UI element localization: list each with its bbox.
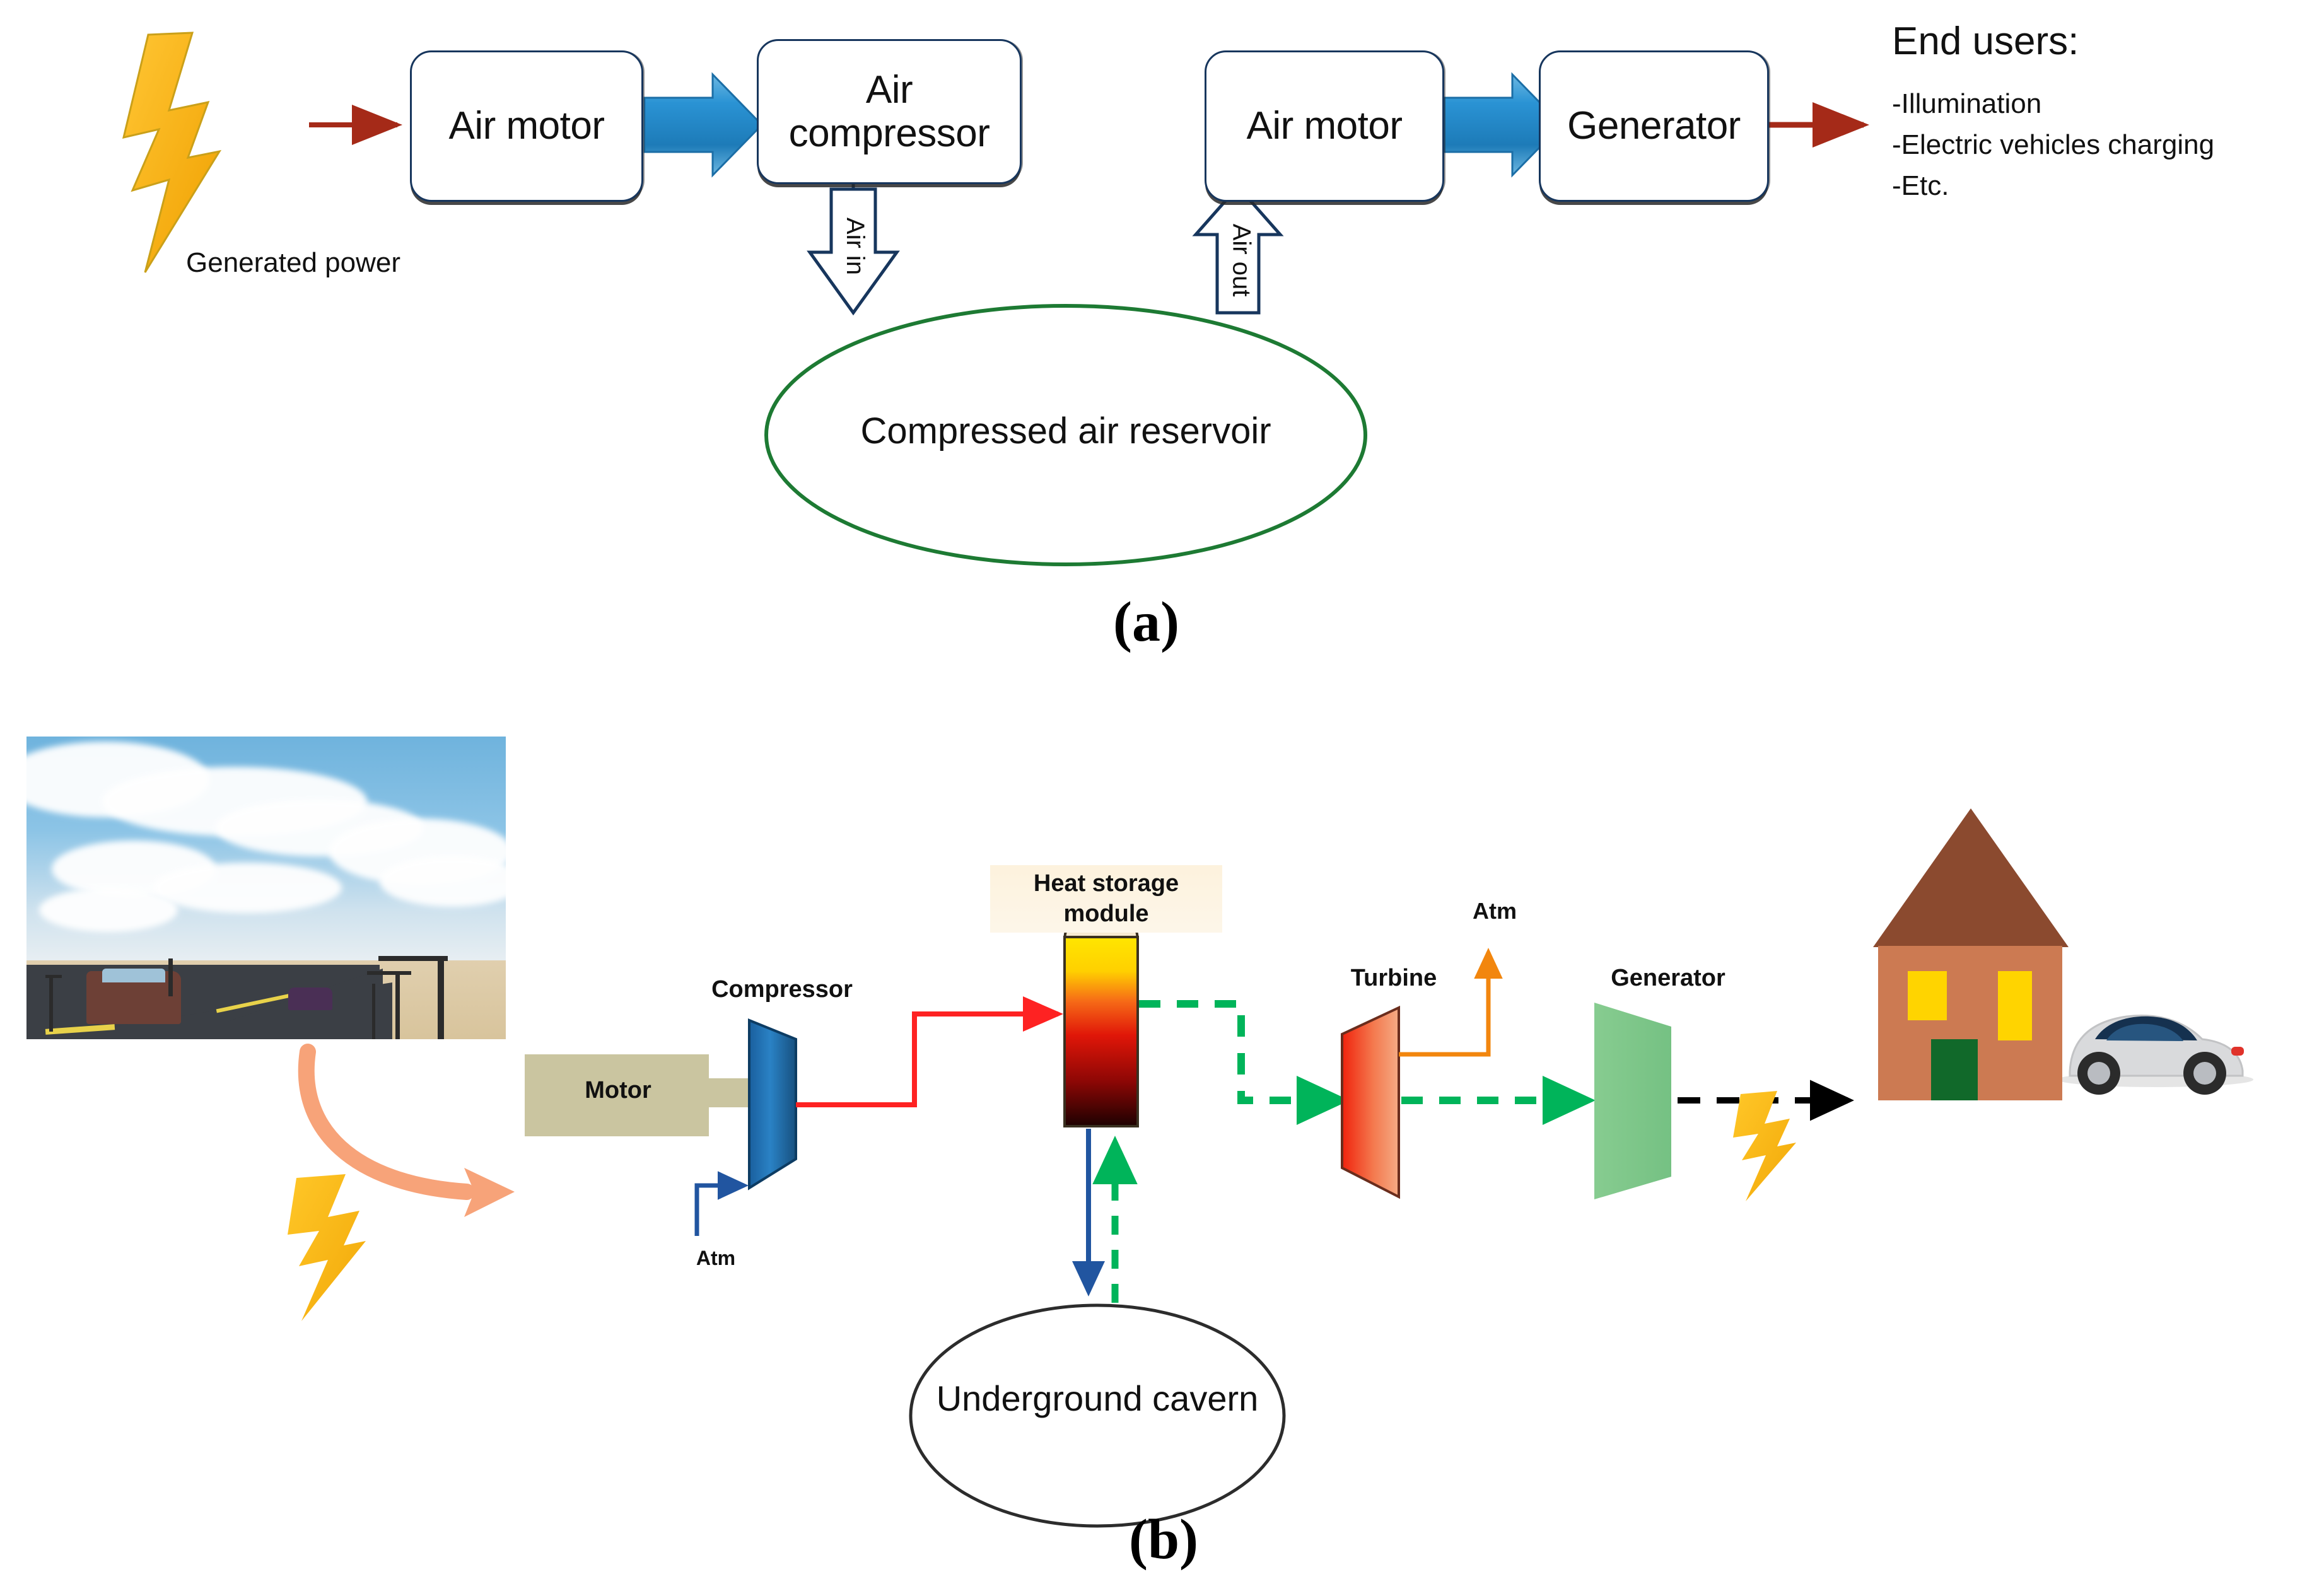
compressor-label: Compressor <box>711 976 853 1003</box>
end-users-title: End users: <box>1892 20 2079 63</box>
generated-power-label: Generated power <box>186 247 400 278</box>
compressed-air-reservoir-label: Compressed air reservoir <box>860 411 1271 451</box>
air-in-arrow <box>807 187 900 316</box>
panel-a-caption: (a) <box>1113 591 1179 653</box>
end-users-item-2: -Electric vehicles charging <box>1892 129 2215 160</box>
block-air-motor-2-label: Air motor <box>1246 104 1403 148</box>
atm-outlet-label: Atm <box>1473 898 1517 924</box>
block-generator[interactable]: Generator <box>1539 50 1769 202</box>
lightning-bolt-icon-b2 <box>1733 1091 1796 1201</box>
generator-shape-b <box>1594 1003 1671 1199</box>
block-arrow-motor-to-compressor <box>643 72 764 178</box>
block-arrow-motor-to-generator <box>1443 72 1563 178</box>
block-air-compressor-label: Air compressor <box>788 67 990 155</box>
block-air-motor-2[interactable]: Air motor <box>1205 50 1444 202</box>
block-generator-label: Generator <box>1567 104 1741 148</box>
block-air-motor-1-label: Air motor <box>448 104 605 148</box>
end-users-item-1: -Illumination <box>1892 88 2042 119</box>
turbine-shape <box>1341 1005 1400 1199</box>
atm-inlet-label: Atm <box>696 1247 736 1269</box>
compressed-air-reservoir-shape <box>764 304 1367 566</box>
motor-label: Motor <box>585 1077 651 1104</box>
atm-exhaust-flow <box>1399 948 1503 1057</box>
house-roof <box>1873 808 2069 947</box>
electric-car-icon <box>2058 1015 2253 1095</box>
end-users-item-3: -Etc. <box>1892 170 1949 201</box>
house-window-left <box>1908 971 1947 1020</box>
photo-car-far <box>288 987 332 1010</box>
heat-storage-module-label: Heat storage module <box>990 865 1222 933</box>
air-out-arrow <box>1192 184 1284 315</box>
block-air-motor-1[interactable]: Air motor <box>410 50 643 202</box>
block-air-compressor[interactable]: Air compressor <box>757 39 1022 184</box>
lightning-bolt-icon <box>122 32 222 273</box>
cold-air-to-turbine <box>1139 1000 1350 1125</box>
compressor-shape <box>748 1018 797 1191</box>
underground-cavern-label: Underground cavern <box>936 1378 1259 1418</box>
turbine-label: Turbine <box>1350 965 1437 991</box>
house-door <box>1931 1039 1978 1100</box>
atm-inlet-flow <box>694 1171 749 1236</box>
road-scene-photo <box>26 737 506 1039</box>
lightning-bolt-icon-b1 <box>288 1174 366 1321</box>
energy-harvest-curved-arrow <box>298 1044 515 1217</box>
hot-air-line <box>796 996 1063 1107</box>
underground-cavern-shape <box>909 1303 1286 1528</box>
heat-storage-module-shape <box>1063 903 1139 1127</box>
generator-label-b: Generator <box>1611 965 1725 991</box>
house-window-right <box>1998 971 2032 1040</box>
panel-b-caption: (b) <box>1129 1508 1198 1571</box>
